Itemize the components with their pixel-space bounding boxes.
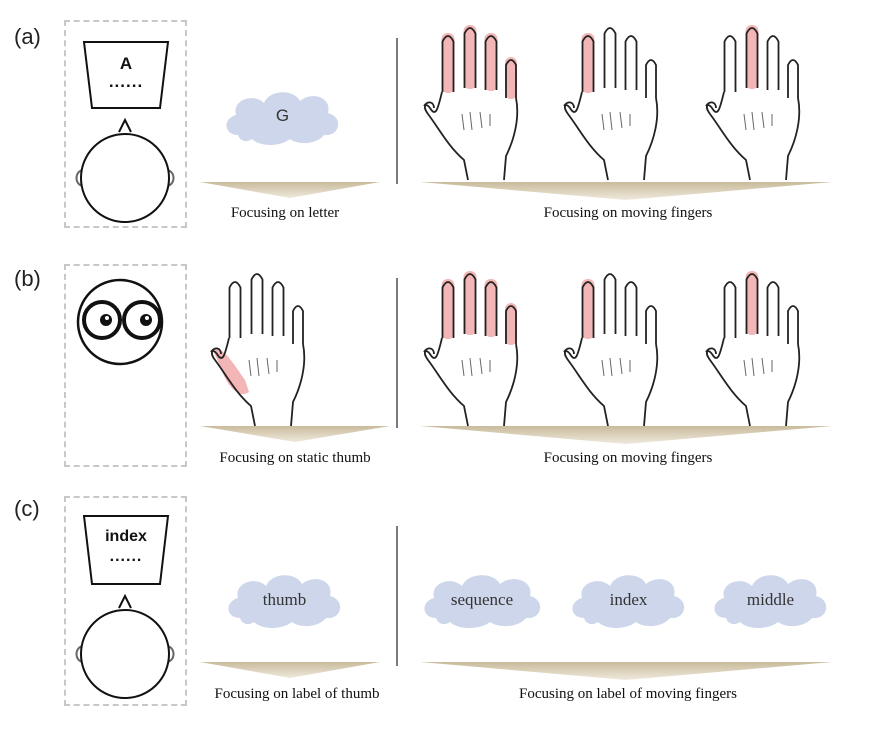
focus-wedge-right <box>420 182 832 200</box>
cloud-shape <box>572 575 685 628</box>
cloud-label-sequence: sequence <box>450 590 514 609</box>
cloud-label: G <box>275 106 290 125</box>
monitor-text: index <box>105 528 147 545</box>
cloud-shape <box>424 575 541 628</box>
focus-wedge-right <box>420 426 832 444</box>
caption-right: Focusing on label of moving fingers <box>519 686 737 702</box>
head-top-view-icon <box>75 593 175 699</box>
monitor-dots: ...... <box>108 72 144 91</box>
panel-b-label: (b) <box>14 266 41 291</box>
cloud-label-middle: middle <box>746 590 795 609</box>
divider-line <box>396 526 398 666</box>
panel-b-frame <box>64 264 187 467</box>
cloud-label: thumb <box>262 590 307 609</box>
divider-line <box>396 278 398 428</box>
caption-right: Focusing on moving fingers <box>543 205 713 221</box>
hand-illustration-thumb <box>205 268 330 433</box>
monitor-icon <box>82 515 170 585</box>
hand-illustration-all-fingers <box>418 268 543 433</box>
hand-illustration-index <box>558 22 683 187</box>
focus-wedge-left <box>200 182 380 198</box>
panel-c-frame <box>64 496 187 706</box>
face-eyes-icon <box>76 278 164 366</box>
caption-left: Focusing on label of thumb <box>214 686 380 702</box>
hand-illustration-all-fingers <box>418 22 543 187</box>
cloud-shape <box>228 575 341 628</box>
divider-line <box>396 38 398 184</box>
monitor-text: A <box>119 54 133 73</box>
focus-wedge-left <box>200 662 380 678</box>
monitor-dots: ...... <box>109 548 143 565</box>
cloud-label-index: index <box>609 590 648 609</box>
cloud-shape <box>714 575 827 628</box>
panel-c-label: (c) <box>14 496 40 521</box>
head-top-view-icon <box>75 117 175 223</box>
panel-a-label: (a) <box>14 24 41 49</box>
hand-illustration-index <box>558 268 683 433</box>
cloud-shape <box>226 92 339 145</box>
caption-left: Focusing on static thumb <box>219 450 371 466</box>
focus-wedge-right <box>420 662 832 680</box>
hand-illustration-middle <box>700 22 825 187</box>
panel-a-frame <box>64 20 187 228</box>
hand-illustration-middle <box>700 268 825 433</box>
monitor-icon <box>82 41 170 109</box>
caption-left: Focusing on letter <box>230 205 340 221</box>
focus-wedge-left <box>200 426 390 442</box>
caption-right: Focusing on moving fingers <box>543 450 713 466</box>
